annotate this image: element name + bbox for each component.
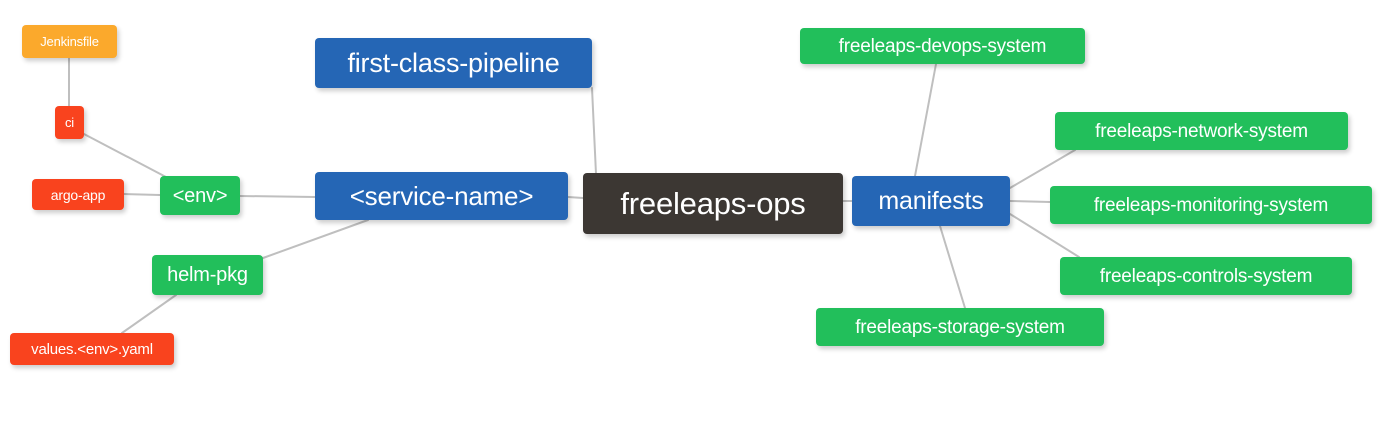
node-label-freeleaps-devops-system: freeleaps-devops-system [838,35,1047,57]
node-service-name[interactable]: <service-name> [315,172,568,220]
node-freeleaps-storage-system[interactable]: freeleaps-storage-system [816,308,1104,346]
edge-freeleaps-ops-to-first-class-pipeline [591,87,597,175]
node-freeleaps-controls-system[interactable]: freeleaps-controls-system [1060,257,1352,295]
node-label-first-class-pipeline: first-class-pipeline [347,47,560,78]
node-helm-pkg[interactable]: helm-pkg [152,255,263,295]
node-values-yaml[interactable]: values.<env>.yaml [10,333,174,365]
edge-manifests-to-freeleaps-storage-system [939,225,966,309]
node-label-env: <env> [172,184,228,207]
node-first-class-pipeline[interactable]: first-class-pipeline [315,38,592,88]
edge-helm-pkg-to-values-yaml [121,294,177,334]
node-label-helm-pkg: helm-pkg [167,264,248,286]
node-freeleaps-network-system[interactable]: freeleaps-network-system [1055,112,1348,150]
node-label-freeleaps-network-system: freeleaps-network-system [1095,120,1308,142]
edge-manifests-to-freeleaps-network-system [1009,149,1076,189]
edge-freeleaps-ops-to-service-name [567,196,584,199]
edge-env-to-ci [83,133,167,178]
node-ci[interactable]: ci [55,106,84,139]
edge-manifests-to-freeleaps-monitoring-system [1009,200,1051,203]
node-label-values-yaml: values.<env>.yaml [31,340,153,358]
edge-env-to-argo-app [123,193,161,196]
edge-service-name-to-helm-pkg [262,219,369,259]
edge-manifests-to-freeleaps-devops-system [914,63,937,177]
node-label-ci: ci [65,115,74,130]
node-label-manifests: manifests [878,186,984,215]
node-env[interactable]: <env> [160,176,240,215]
node-jenkinsfile[interactable]: Jenkinsfile [22,25,117,58]
node-label-freeleaps-controls-system: freeleaps-controls-system [1099,265,1313,287]
edge-service-name-to-env [239,195,316,198]
node-label-argo-app: argo-app [50,186,106,203]
node-freeleaps-devops-system[interactable]: freeleaps-devops-system [800,28,1085,64]
node-label-freeleaps-storage-system: freeleaps-storage-system [855,316,1065,338]
node-label-freeleaps-monitoring-system: freeleaps-monitoring-system [1093,194,1329,216]
node-argo-app[interactable]: argo-app [32,179,124,210]
node-freeleaps-ops[interactable]: freeleaps-ops [583,173,843,234]
node-freeleaps-monitoring-system[interactable]: freeleaps-monitoring-system [1050,186,1372,224]
node-label-freeleaps-ops: freeleaps-ops [620,186,806,221]
node-label-service-name: <service-name> [349,181,534,211]
node-manifests[interactable]: manifests [852,176,1010,226]
node-label-jenkinsfile: Jenkinsfile [40,34,99,49]
